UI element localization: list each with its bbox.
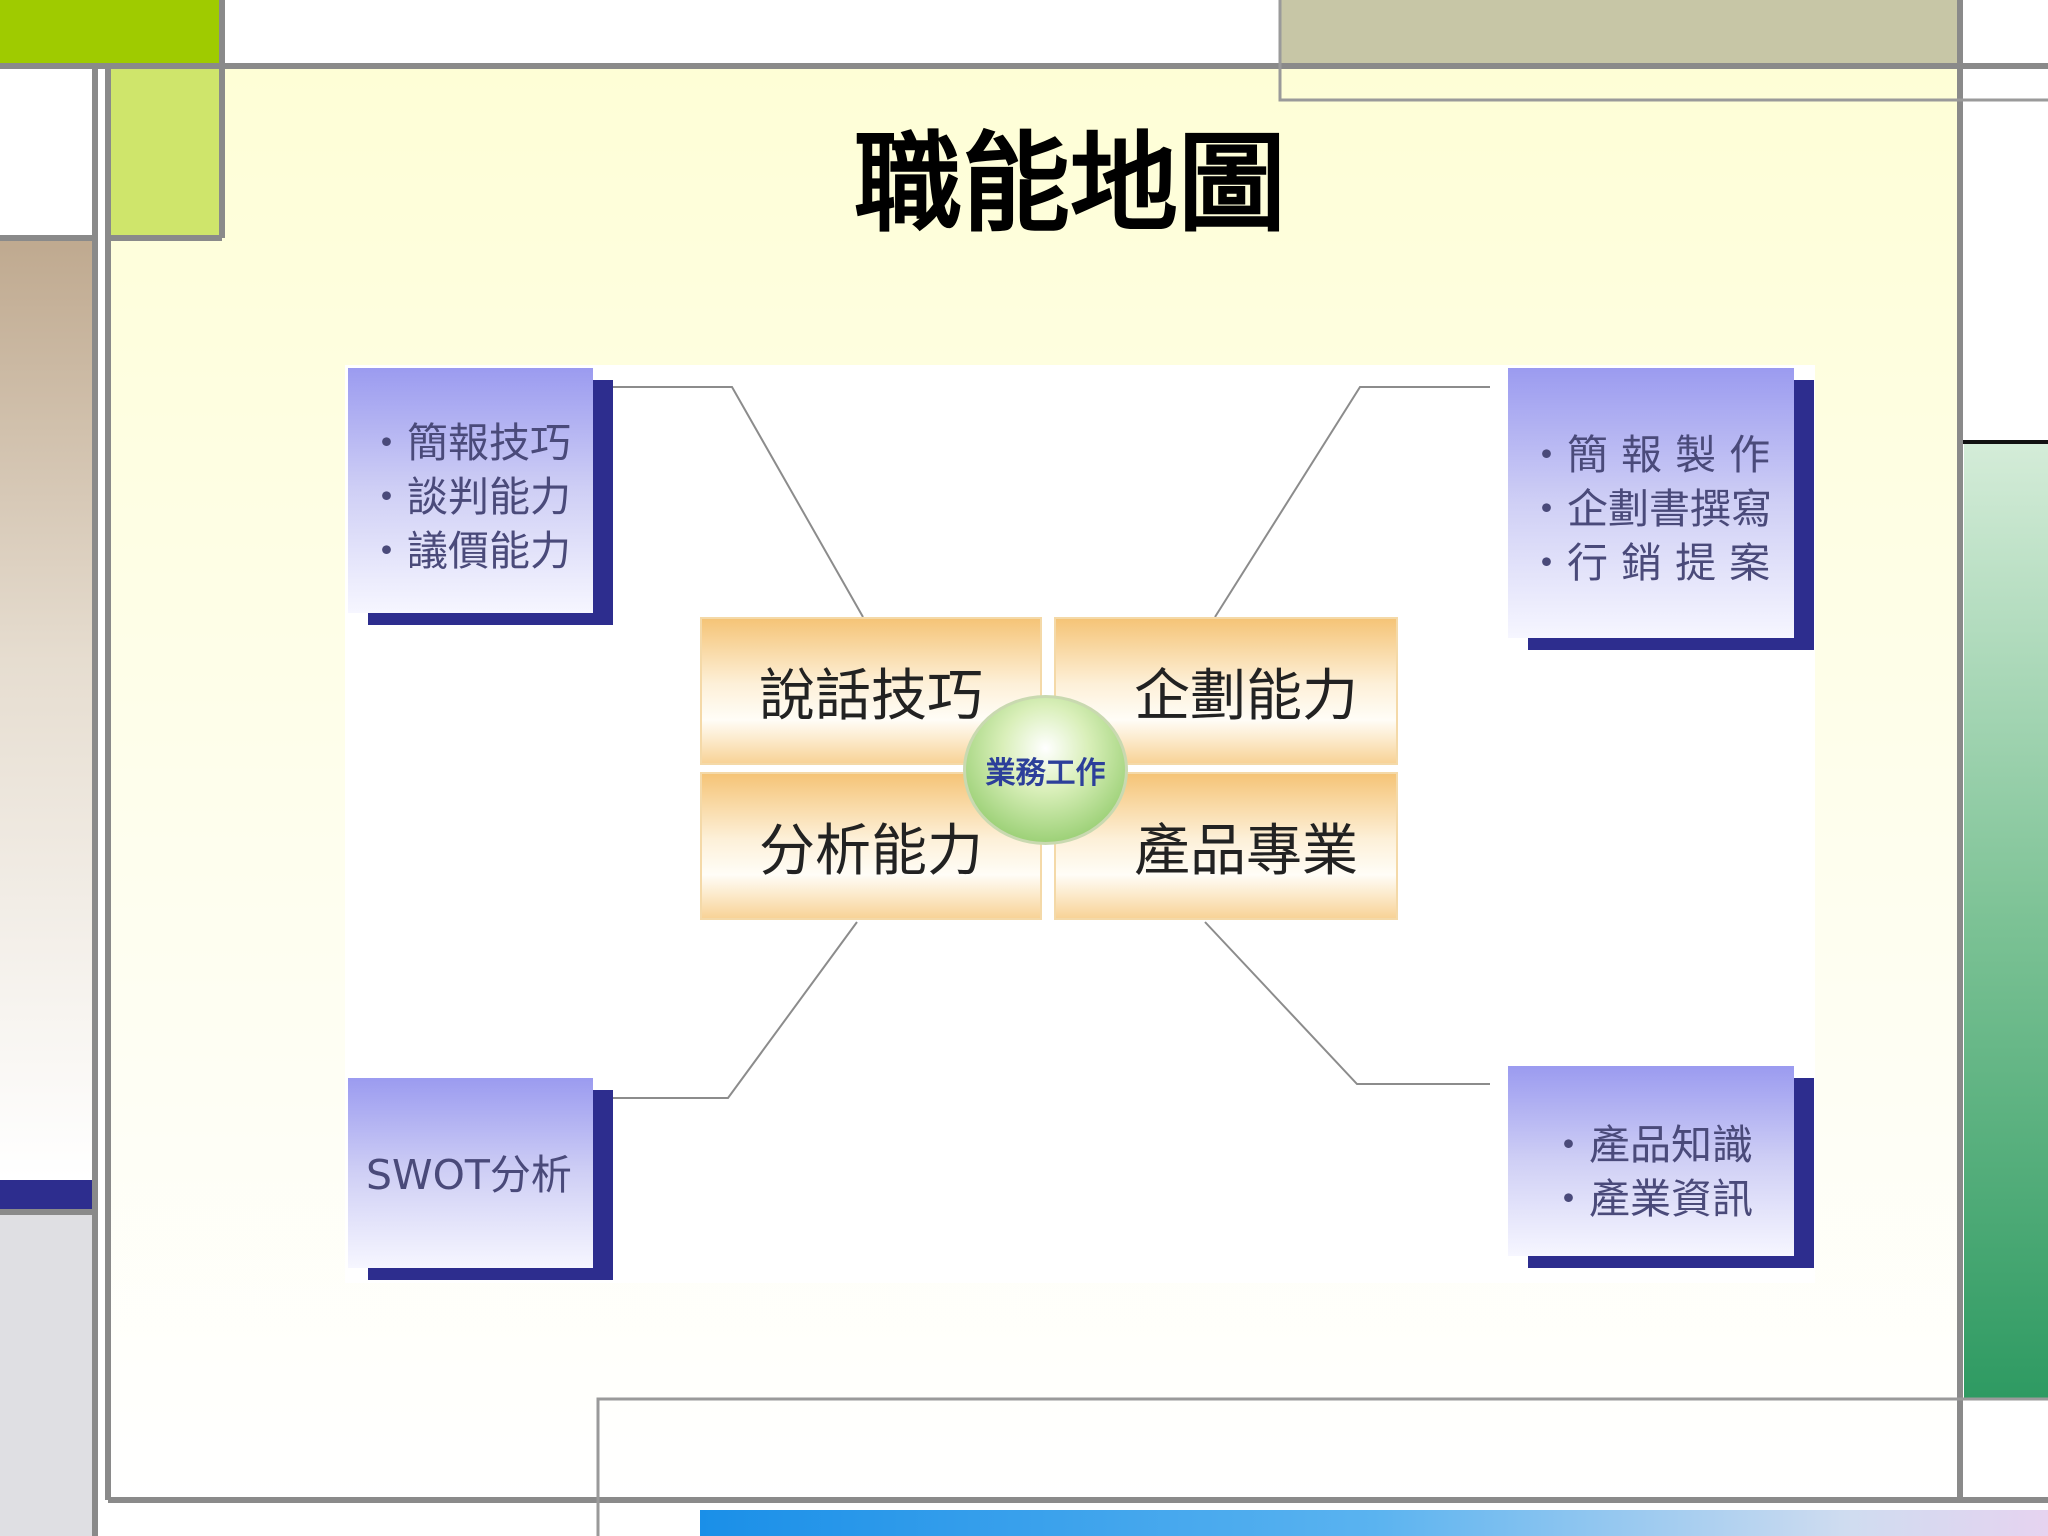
- hub-label: 業務工作: [985, 756, 1106, 791]
- right-strip-top-white: [1960, 66, 2048, 442]
- leaf-item: SWOT分析: [366, 1151, 572, 1199]
- top-left-green-block: [0, 0, 222, 66]
- left-strip-tan-gradient: [0, 238, 95, 1178]
- top-left-lightgreen-block: [108, 66, 222, 238]
- leaf-box-top-left: ・簡報技巧 ・談判能力 ・議價能力: [348, 368, 593, 613]
- leaf-item: ・簡 報 製 作: [1526, 431, 1771, 479]
- connector-bottom-left: [610, 921, 858, 1099]
- connector-top-left: [610, 386, 864, 618]
- quadrant-label: 說話技巧: [759, 663, 983, 729]
- leaf-item: ・議價能力: [366, 527, 571, 575]
- leaf-box-top-right: ・簡 報 製 作 ・企劃書撰寫 ・行 銷 提 案: [1508, 368, 1794, 638]
- leaf-box-bottom-right: ・產品知識 ・產業資訊: [1508, 1066, 1794, 1256]
- leaf-item: ・產品知識: [1548, 1121, 1753, 1169]
- leaf-item: ・簡報技巧: [366, 419, 571, 467]
- quadrant-label: 產品專業: [1134, 818, 1358, 884]
- bottom-blue-gradient-bar: [700, 1510, 2048, 1536]
- hub-circle: 業務工作: [963, 695, 1128, 845]
- right-strip-green-gradient: [1964, 444, 2048, 1399]
- page-title: 職能地圖: [853, 122, 1286, 247]
- leaf-item: ・企劃書撰寫: [1526, 485, 1772, 533]
- left-strip-white: [0, 66, 95, 238]
- leaf-item: ・行 銷 提 案: [1526, 539, 1771, 587]
- leaf-item: ・談判能力: [366, 473, 571, 521]
- left-strip-gray: [0, 1212, 95, 1536]
- leaf-box-bottom-left: SWOT分析: [348, 1078, 593, 1268]
- leaf-item: ・產業資訊: [1548, 1175, 1753, 1223]
- left-strip-navy: [0, 1180, 95, 1212]
- quadrant-label: 企劃能力: [1134, 663, 1358, 729]
- top-right-khaki-block: [1280, 0, 1960, 66]
- right-strip-divider: [1960, 440, 2048, 444]
- connector-top-right: [1214, 386, 1490, 618]
- connector-bottom-right: [1204, 921, 1490, 1085]
- quadrant-label: 分析能力: [759, 818, 983, 884]
